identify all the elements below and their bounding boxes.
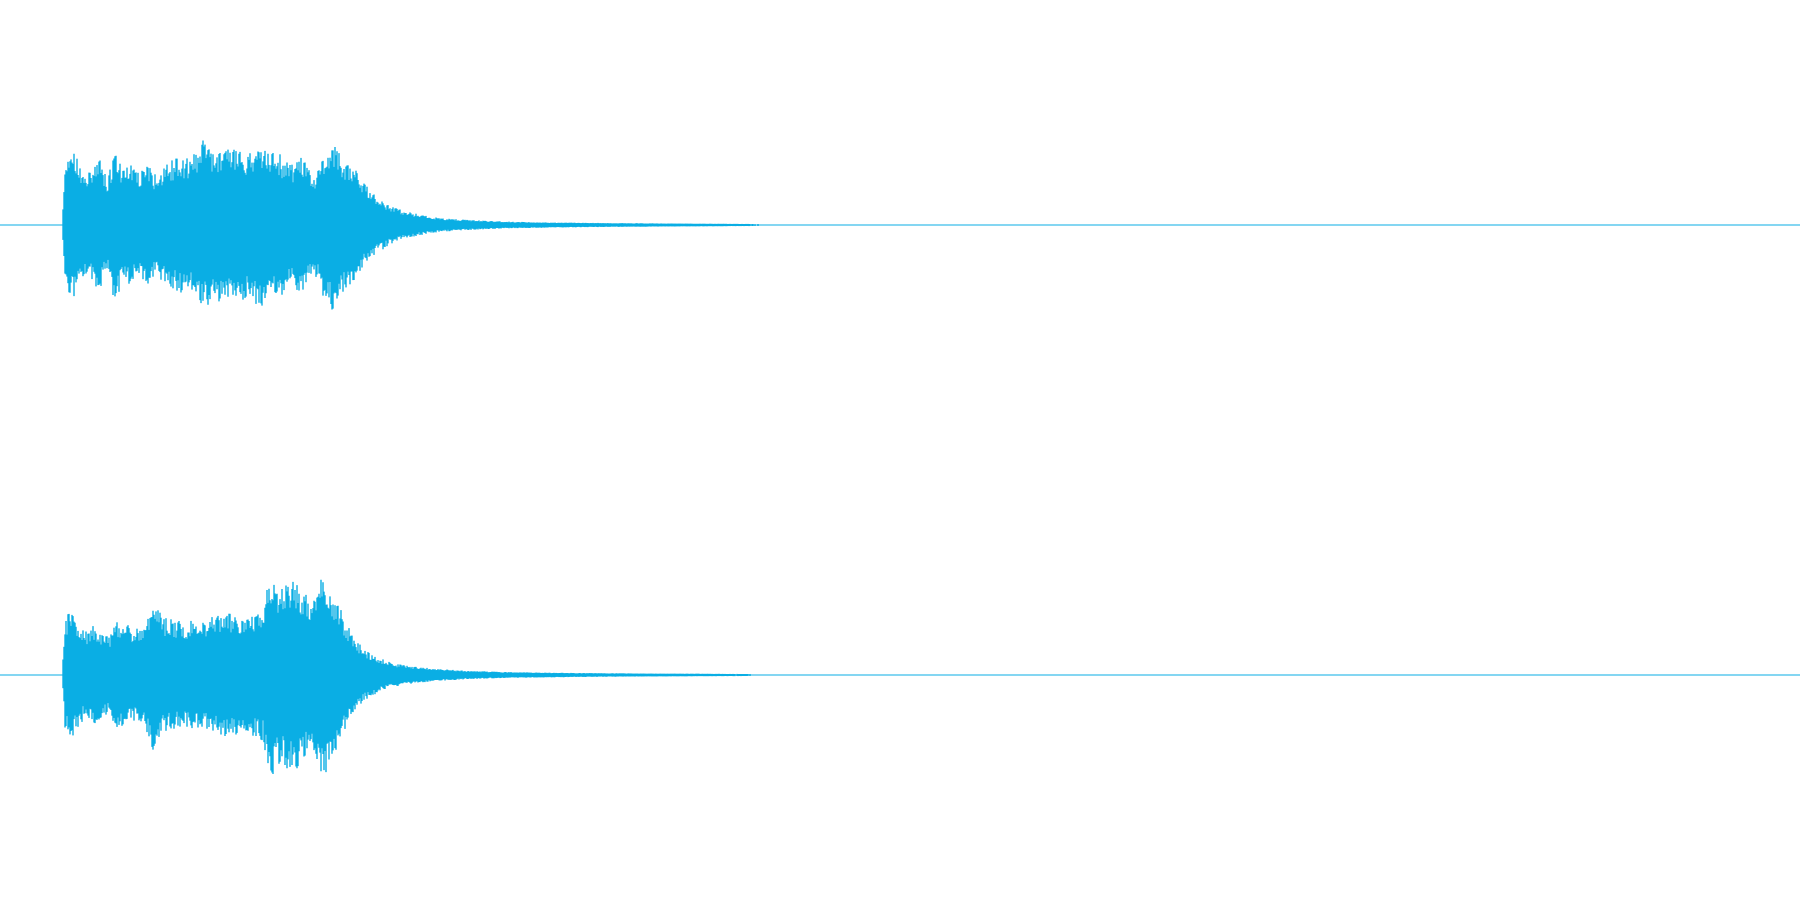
waveform-channel-left: [0, 140, 1800, 310]
waveform-right-samples: [62, 579, 751, 774]
waveform-left: [0, 140, 1800, 310]
waveform-left-samples: [62, 140, 759, 310]
waveform-right: [0, 579, 1800, 774]
waveform-channel-right: [0, 450, 1800, 900]
